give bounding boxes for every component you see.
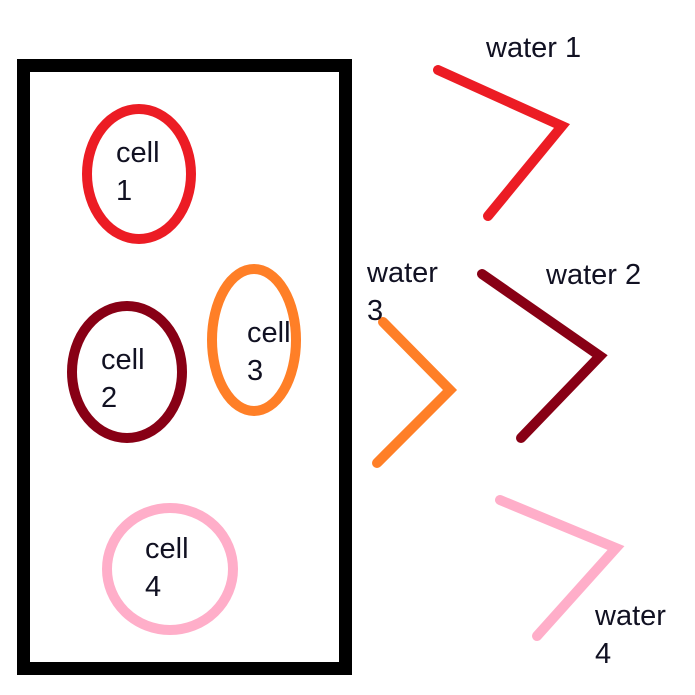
cell-1-outline <box>82 104 196 244</box>
cell-2-label: cell 2 <box>101 344 145 414</box>
cell-1-label: cell 1 <box>116 137 160 207</box>
cell-4-label: cell 4 <box>145 533 189 603</box>
water-3-label: water 3 <box>367 257 438 327</box>
container-box <box>17 59 352 675</box>
cell-4-outline <box>102 503 238 635</box>
cell-2-outline <box>67 301 187 443</box>
water-4-label: water 4 <box>595 600 666 670</box>
water-2-arrow <box>477 269 608 443</box>
water-1-label: water 1 <box>486 32 582 64</box>
cell-3-outline <box>207 264 301 416</box>
cell-3-label: cell 3 <box>247 317 291 387</box>
water-2-label: water 2 <box>546 259 642 291</box>
water-3-arrow <box>372 317 458 468</box>
water-4-arrow <box>495 495 625 641</box>
water-1-arrow <box>433 65 571 221</box>
